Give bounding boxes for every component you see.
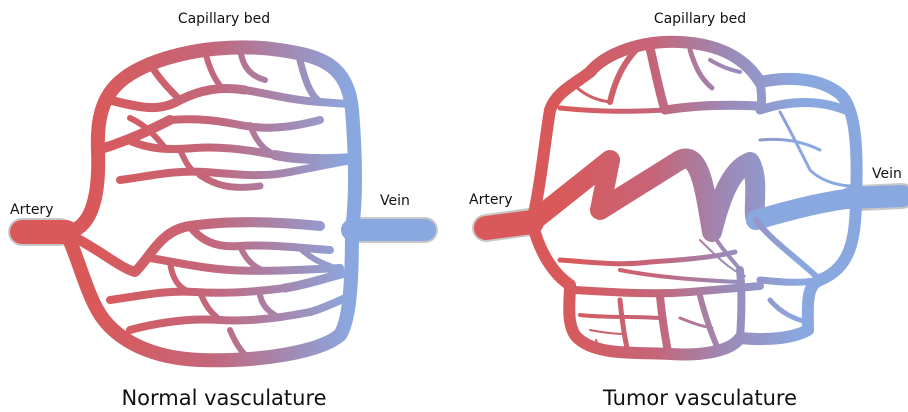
tumor-vasculature-network [486, 42, 902, 355]
tumor-capillary-bed-label: Capillary bed [654, 11, 746, 27]
tumor-vein-label: Vein [872, 166, 902, 182]
tumor-tortuous-vessel [532, 158, 756, 232]
normal-vasculature-network [22, 47, 425, 360]
normal-vein-label: Vein [380, 193, 410, 209]
normal-artery-label: Artery [10, 202, 53, 218]
tumor-caption: Tumor vasculature [602, 386, 797, 410]
normal-capillary-bed-label: Capillary bed [178, 11, 270, 27]
normal-caption: Normal vasculature [121, 386, 326, 410]
tumor-artery-label: Artery [469, 192, 512, 208]
